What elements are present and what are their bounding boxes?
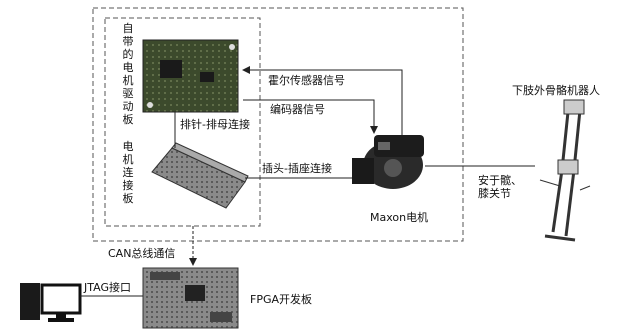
outer-dashed-frame — [92, 7, 464, 242]
inner-dashed-frame — [104, 17, 261, 227]
hall-sensor-label: 霍尔传感器信号 — [268, 74, 345, 87]
fpga-label: FPGA开发板 — [250, 293, 313, 306]
exoskeleton-image — [539, 99, 591, 242]
jtag-label: JTAG接口 — [84, 281, 131, 294]
motor-label: Maxon电机 — [370, 211, 429, 224]
motor-image — [352, 135, 424, 189]
driver-board-label: 自带的电机驱动板 — [122, 22, 134, 126]
fpga-board-image — [142, 267, 239, 329]
computer-icon — [20, 283, 82, 322]
adapter-board-label: 电机连接板 — [122, 140, 134, 205]
plug-socket-label: 插头-插座连接 — [262, 162, 332, 175]
encoder-label: 编码器信号 — [270, 103, 325, 116]
pin-header-label: 排针-排母连接 — [180, 118, 250, 131]
adapter-board-image — [151, 142, 249, 209]
mount-label: 安于髋、膝关节 — [478, 174, 522, 200]
driver-board-image — [142, 39, 239, 113]
robot-label: 下肢外骨骼机器人 — [512, 84, 600, 97]
encoder-signal-arrow — [243, 99, 378, 134]
can-bus-label: CAN总线通信 — [108, 247, 176, 260]
hall-signal-arrow — [242, 66, 403, 135]
